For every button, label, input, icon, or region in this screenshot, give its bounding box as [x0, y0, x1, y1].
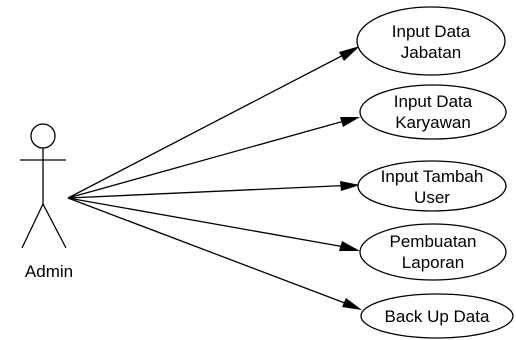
associations [67, 48, 359, 309]
association-line [67, 117, 356, 199]
actor-admin[interactable]: Admin [20, 123, 73, 281]
use-case-label-line-1: Back Up Data [385, 307, 490, 326]
use-case-back-up-data[interactable]: Back Up Data [360, 293, 514, 339]
arrowhead-icon [342, 298, 362, 310]
use-case-label-line-1: Pembuatan [390, 232, 477, 251]
use-case-ellipse [359, 84, 507, 140]
use-case-label-line-2: Karyawan [395, 113, 471, 132]
arrowheads [339, 46, 362, 310]
actor-label: Admin [25, 262, 73, 281]
use-case-label-line-2: User [414, 188, 450, 207]
association-line [67, 184, 357, 199]
use-case-pembuatan-laporan[interactable]: Pembuatan Laporan [359, 223, 507, 281]
use-case-ellipse [356, 6, 506, 76]
stick-figure-actor-icon [20, 123, 67, 249]
actor-head [30, 123, 56, 149]
use-case-input-tambah-user[interactable]: Input Tambah User [357, 160, 507, 212]
use-case-label-line-1: Input Data [394, 92, 473, 111]
use-case-label-line-1: Input Data [392, 22, 471, 41]
use-case-input-data-jabatan[interactable]: Input Data Jabatan [356, 6, 506, 76]
use-case-input-data-karyawan[interactable]: Input Data Karyawan [359, 84, 507, 140]
use-case-ellipse [360, 293, 514, 339]
association-line [67, 48, 356, 199]
use-case-label-line-1: Input Tambah [381, 167, 484, 186]
arrowhead-icon [339, 241, 360, 251]
arrowhead-icon [340, 181, 360, 191]
use-case-label-line-2: Jabatan [401, 43, 462, 62]
association-line [67, 197, 357, 250]
use-case-label-line-2: Laporan [402, 253, 464, 272]
use-case-ellipse [357, 160, 507, 212]
arrowhead-icon [339, 46, 360, 61]
actor-left-leg [21, 203, 44, 249]
actor-right-leg [42, 203, 67, 249]
arrowhead-icon [340, 117, 360, 127]
association-line [67, 197, 359, 309]
use-case-ellipse [359, 223, 507, 281]
